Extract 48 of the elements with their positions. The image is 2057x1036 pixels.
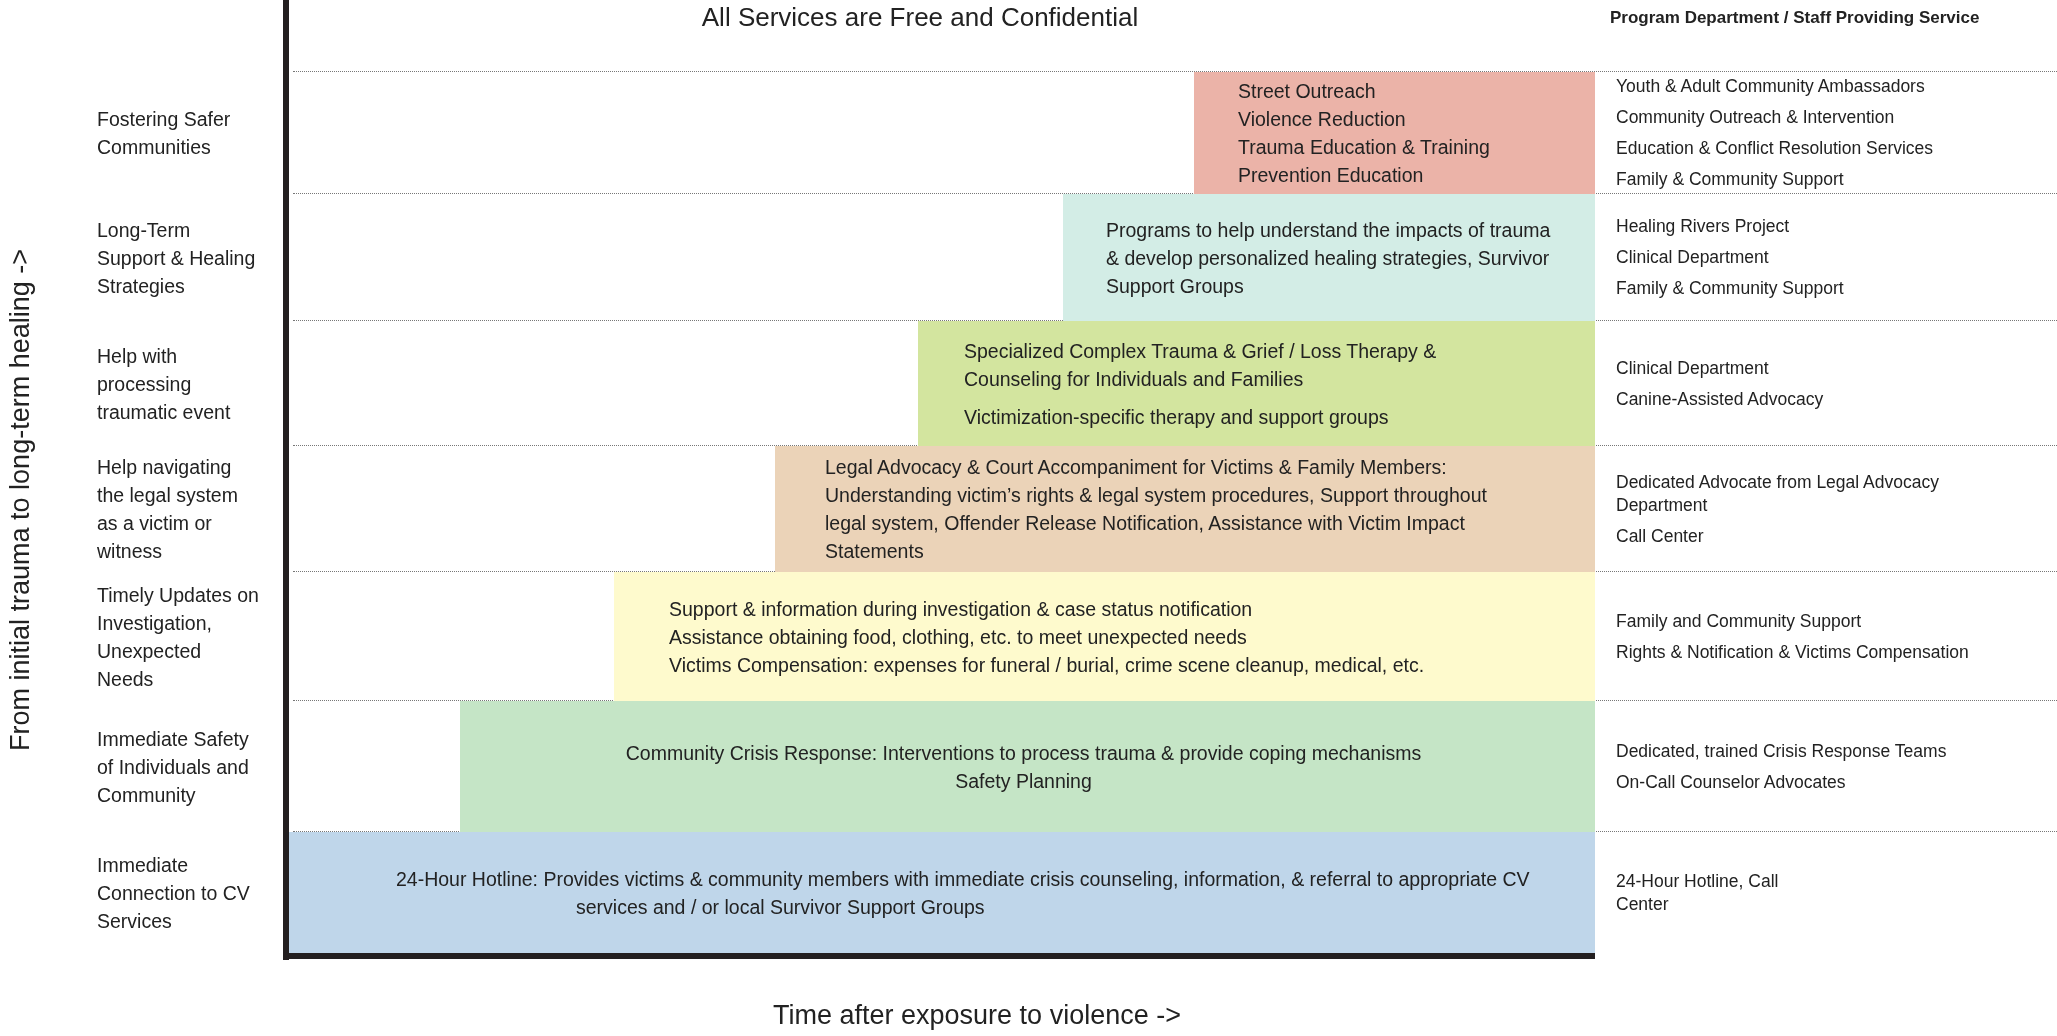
row-label: Long-Term Support & Healing Strategies [97,217,257,299]
title: All Services are Free and Confidential [700,2,1140,33]
service-band [289,832,1595,953]
row-label: Immediate Connection to CV Services [97,852,251,934]
service-text: 24-Hour Hotline: Provides victims & community members with immediate crisis counseling, information, & referral to appropriate CV services and / or local Survivor Support Groups [396,866,1531,920]
row-label: Timely Updates on Investigation, Unexpected Needs [97,582,259,692]
service-text: Programs to help understand the impacts of trauma & develop personalized healing strategies, Survivor Support Groups [1106,217,1551,299]
service-text: Street Outreach [1238,79,1376,104]
service-band [1194,72,1595,194]
service-band [460,701,1595,832]
service-text: Victimization-specific therapy and support groups [964,404,1389,430]
department-text: Rights & Notification & Victims Compensation [1616,640,1970,664]
axis-label: Time after exposure to violence -> [773,1000,1181,1031]
service-text: Safety Planning [955,768,1092,794]
department-text: Family and Community Support [1616,609,1863,633]
department-text: Family & Community Support [1616,277,1845,300]
department-text: Clinical Department [1616,356,1770,380]
service-text: Trauma Education & Training [1238,135,1490,160]
service-text: Legal Advocacy & Court Accompaniment for Victims & Family Members: Understanding victim’s rights & legal system procedures, Support throughout legal system, Offender Release Notification, Assistance with Victim Impact Statements [825,455,1488,564]
service-text: Community Crisis Response: Interventions to process trauma & provide coping mechanisms [625,740,1422,766]
service-text: Victims Compensation: expenses for funeral / burial, crime scene cleanup, medical, etc. [669,652,1425,678]
row-label: Fostering Safer Communities [97,107,232,160]
department-text: Education & Conflict Resolution Services [1616,137,1935,160]
department-text: Dedicated, trained Crisis Response Teams [1616,739,1948,763]
service-band [918,321,1595,446]
service-text: Violence Reduction [1238,107,1406,132]
department-text: Canine-Assisted Advocacy [1616,387,1825,411]
department-text: 24-Hour Hotline, Call Center [1616,869,1780,916]
service-band [1063,194,1595,321]
column-heading: Program Department / Staff Providing Service [1610,8,1980,28]
department-text: Healing Rivers Project [1616,215,1791,238]
service-text: Assistance obtaining food, clothing, etc. to meet unexpected needs [669,624,1247,650]
service-text: Support & information during investigation & case status notification [669,596,1253,622]
department-text: Dedicated Advocate from Legal Advocacy Department [1616,470,1940,517]
row-label: Help navigating the legal system as a victim or witness [97,455,239,564]
service-text: Prevention Education [1238,163,1424,188]
department-text: On-Call Counselor Advocates [1616,770,1847,794]
department-text: Family & Community Support [1616,168,1845,191]
department-text: Youth & Adult Community Ambassadors [1616,75,1926,98]
row-label: Help with processing traumatic event [97,343,232,425]
service-band [775,446,1595,572]
service-text: Specialized Complex Trauma & Grief / Loss Therapy & Counseling for Individuals and Families [964,338,1438,392]
department-text: Clinical Department [1616,246,1770,269]
department-text: Call Center [1616,524,1705,548]
department-text: Community Outreach & Intervention [1616,106,1896,129]
service-band [614,572,1595,701]
axis-label: From initial trauma to long-term healing -> [4,249,36,751]
row-label: Immediate Safety of Individuals and Community [97,726,250,808]
